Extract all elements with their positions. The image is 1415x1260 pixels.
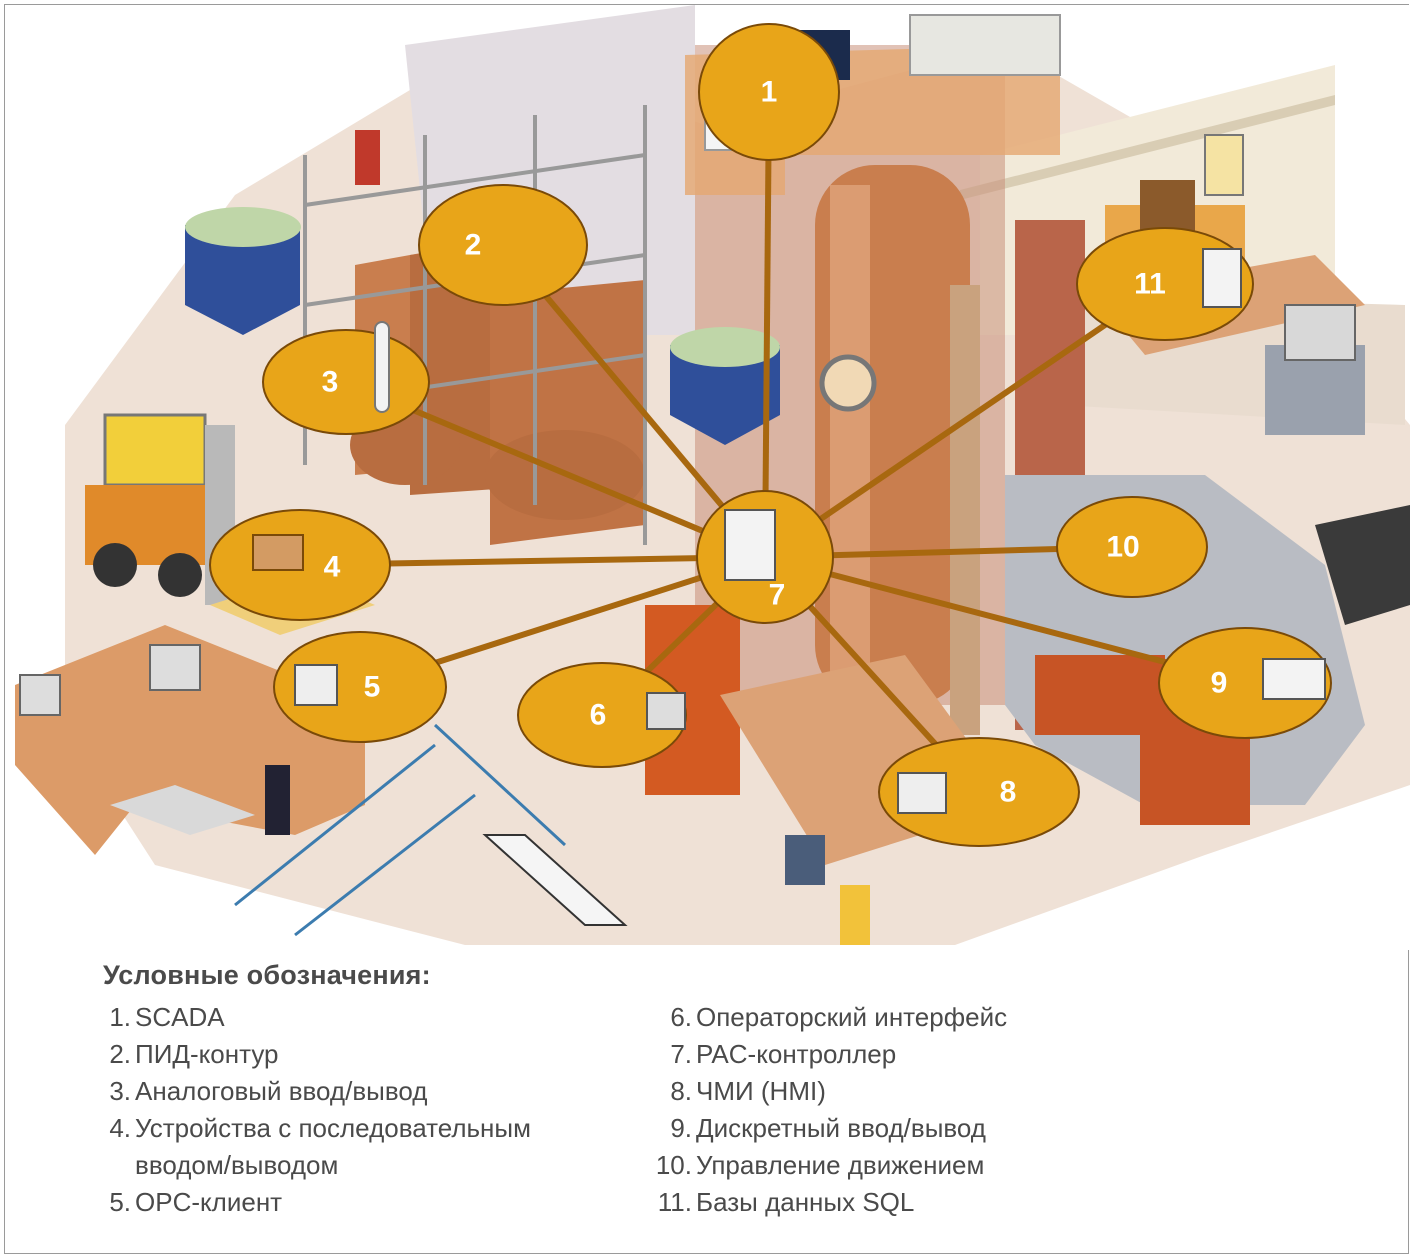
- legend-item-8: 8.ЧМИ (HMI): [648, 1073, 1168, 1110]
- legend-item-5: 5.OPC-клиент: [103, 1184, 623, 1221]
- legend-item-number: 10.: [655, 1150, 692, 1180]
- legend-item-number: 11.: [657, 1187, 692, 1217]
- marker-3-disc: [262, 329, 430, 435]
- legend-item-text: Управление движением: [696, 1150, 985, 1180]
- legend-item-3: 3.Аналоговый ввод/вывод: [103, 1073, 623, 1110]
- legend-item-text: Аналоговый ввод/вывод: [135, 1076, 428, 1106]
- marker-1[interactable]: 1: [698, 23, 840, 161]
- legend-column-right: 6.Операторский интерфейс 7.PAC-контролле…: [648, 999, 1168, 1221]
- legend-item-4: 4.Устройства с последовательным вводом/в…: [103, 1110, 615, 1184]
- monitor-5-icon: [294, 664, 338, 706]
- legend-item-text: Операторский интерфейс: [696, 1002, 1008, 1032]
- legend-item-9: 9.Дискретный ввод/вывод: [648, 1110, 1168, 1147]
- device-markers: 1 2 3 4 5 6 7: [209, 23, 1332, 847]
- marker-6-label: 6: [590, 699, 607, 732]
- marker-4-label: 4: [324, 551, 341, 584]
- legend-item-2: 2.ПИД-контур: [103, 1036, 623, 1073]
- marker-9[interactable]: 9: [1158, 627, 1332, 739]
- legend-item-number: 3.: [109, 1076, 131, 1106]
- marker-8-label: 8: [1000, 776, 1017, 809]
- legend-item-text: ПИД-контур: [135, 1039, 279, 1069]
- marker-8-disc: [878, 737, 1080, 847]
- legend-item-text: ЧМИ (HMI): [696, 1076, 826, 1106]
- marker-2[interactable]: 2: [418, 184, 588, 306]
- sensor-3-icon: [374, 321, 390, 413]
- legend-item-text: OPC-клиент: [135, 1187, 283, 1217]
- marker-8[interactable]: 8: [878, 737, 1080, 847]
- io-module-9-icon: [1262, 658, 1326, 700]
- legend-item-number: 8.: [670, 1076, 692, 1106]
- marker-10-disc: [1056, 496, 1208, 598]
- legend-item-10: 10.Управление движением: [648, 1147, 1168, 1184]
- legend-item-number: 6.: [670, 1002, 692, 1032]
- marker-5-label: 5: [364, 671, 381, 704]
- legend-item-text: PAC-контроллер: [696, 1039, 897, 1069]
- controller-icon: [724, 509, 776, 581]
- legend-item-text: SCADA: [135, 1002, 225, 1032]
- legend-column-left: 1.SCADA 2.ПИД-контур 3.Аналоговый ввод/в…: [103, 999, 623, 1221]
- legend-item-number: 1.: [109, 1002, 131, 1032]
- marker-3[interactable]: 3: [262, 329, 430, 435]
- marker-10[interactable]: 10: [1056, 496, 1208, 598]
- marker-3-label: 3: [322, 366, 339, 399]
- legend-item-text: Базы данных SQL: [696, 1187, 915, 1217]
- marker-9-label: 9: [1211, 667, 1228, 700]
- marker-2-label: 2: [465, 229, 482, 262]
- monitor-8-icon: [897, 772, 947, 814]
- edge-7-11: [763, 281, 1167, 560]
- marker-9-disc: [1158, 627, 1332, 739]
- marker-7-label: 7: [769, 579, 786, 612]
- factory-illustration: 1 2 3 4 5 6 7: [5, 5, 1410, 950]
- legend: Условные обозначения: 1.SCADA 2.ПИД-конт…: [103, 960, 1203, 1217]
- legend-item-number: 9.: [670, 1113, 692, 1143]
- legend-item-number: 2.: [109, 1039, 131, 1069]
- legend-item-number: 4.: [109, 1113, 131, 1143]
- marker-11-label: 11: [1134, 268, 1166, 301]
- legend-title: Условные обозначения:: [103, 960, 431, 990]
- box-4-icon: [252, 534, 304, 571]
- marker-1-label: 1: [761, 76, 778, 109]
- marker-2-disc: [418, 184, 588, 306]
- legend-item-7: 7.PAC-контроллер: [648, 1036, 1168, 1073]
- figure-frame: 1 2 3 4 5 6 7: [4, 4, 1410, 1254]
- marker-5[interactable]: 5: [273, 631, 447, 743]
- legend-item-1: 1.SCADA: [103, 999, 623, 1036]
- marker-5-disc: [273, 631, 447, 743]
- edge-7-1: [762, 91, 772, 558]
- legend-item-number: 7.: [670, 1039, 692, 1069]
- factory-backdrop: [5, 5, 1410, 950]
- server-11-icon: [1202, 248, 1242, 308]
- marker-6[interactable]: 6: [517, 662, 687, 768]
- legend-item-number: 5.: [109, 1187, 131, 1217]
- legend-item-text: Дискретный ввод/вывод: [696, 1113, 986, 1143]
- marker-1-disc: [698, 23, 840, 161]
- legend-item-6: 6.Операторский интерфейс: [648, 999, 1168, 1036]
- marker-10-label: 10: [1106, 531, 1139, 564]
- panel-6-icon: [646, 692, 686, 730]
- legend-item-text: Устройства с последовательным вводом/выв…: [135, 1113, 531, 1180]
- device-icons: [252, 248, 1326, 814]
- legend-item-11: 11.Базы данных SQL: [648, 1184, 1168, 1221]
